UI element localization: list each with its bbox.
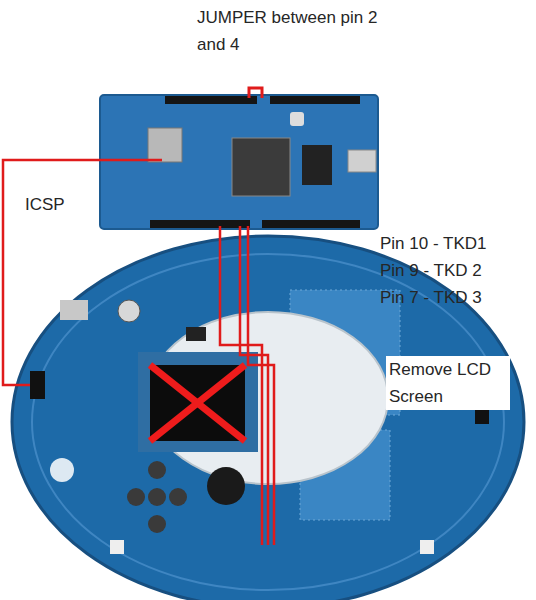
tkd-wire [248,226,274,545]
button [169,488,187,506]
button [148,488,166,506]
wires [3,160,274,545]
pin-label: Pin 7 - TKD 3 [380,284,530,311]
jumper-note: JUMPER between pin 2 and 4 [197,4,382,58]
remove-cross [150,365,245,441]
remove-cross [150,365,245,441]
sd-slot [148,128,182,162]
shield-board [100,95,378,229]
lcd-carrier [138,352,258,452]
main-chip [232,138,290,196]
chip [302,145,332,185]
sensor [110,540,124,554]
header [270,96,360,104]
knob [118,300,140,322]
wifi-shield [100,88,378,229]
sensor [420,540,434,554]
connector-label: ICSP [25,191,95,218]
usb-port [60,300,88,320]
button [148,461,166,479]
header [165,96,257,104]
pin-label: Pin 10 - TKD1 [380,230,530,257]
reset-button [290,112,304,126]
icsp-header [30,371,45,399]
button [127,488,145,506]
icsp-wire [3,160,162,385]
pin-label: Pin 9 - TKD 2 [380,257,530,284]
note-label: Remove LCD Screen [386,356,510,410]
header [262,220,360,228]
arduino-logo [50,458,74,482]
button [148,515,166,533]
tkd-wire [240,226,268,545]
lcd-screen [150,365,245,441]
jumper-wire [249,88,262,98]
usb-port [348,150,376,172]
speaker [207,467,245,505]
header [150,220,250,228]
chip [186,327,206,341]
